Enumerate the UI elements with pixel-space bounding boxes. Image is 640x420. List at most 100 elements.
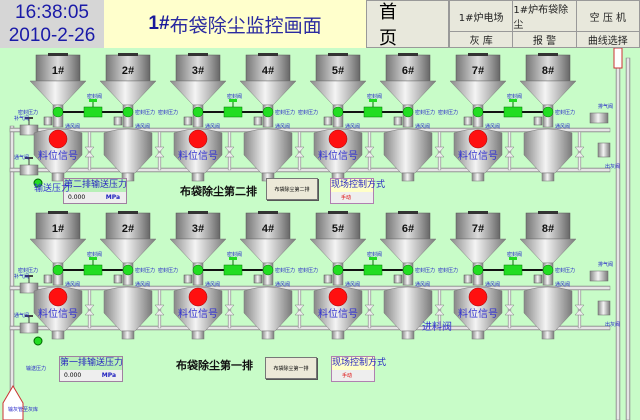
unit-2-row1-seal-pressure-label: 密封压力 xyxy=(135,268,156,274)
unit-2-row2-vent-valve-label: 通风阀 xyxy=(135,124,151,130)
unit-4-row2-tank xyxy=(243,128,293,174)
unit-7-row1-seal-valve-indicator xyxy=(472,264,484,276)
header: 16:38:05 2010-2-26 1#布袋除尘监控画面 首 页 1#炉电场 … xyxy=(0,0,640,49)
page-title: 1#布袋除尘监控画面 xyxy=(104,0,366,48)
left-return-pipe xyxy=(9,125,15,420)
unit-6-row2-label: 6# xyxy=(402,65,414,77)
right-return-pipe xyxy=(625,57,631,420)
unit-4-row2-hopper xyxy=(239,80,297,106)
unit-1-row1-outlet xyxy=(51,330,65,340)
unit-7-row1-vent-valve-label: 通风阀 xyxy=(485,282,501,288)
unit-7-row1-seal-pressure-label: 密封压力 xyxy=(438,268,459,274)
unit-3-row2-seal-valve-handle xyxy=(229,99,237,102)
row2-convey-pressure-indicator xyxy=(33,178,43,188)
nav-ash-silo[interactable]: 灰 库 xyxy=(450,32,513,47)
row2-mode-box: 现场控制方式手动 xyxy=(330,178,385,204)
nav-boiler-baghouse[interactable]: 1#炉布袋除尘 xyxy=(513,1,576,31)
unit-2-row2-filter xyxy=(105,54,151,82)
unit-6-row2-seal-valve-indicator xyxy=(402,106,414,118)
nav-alarm[interactable]: 报 警 xyxy=(513,32,576,47)
unit-3-row1-hopper xyxy=(169,238,227,264)
row1-mode-box: 现场控制方式手动 xyxy=(331,356,386,382)
unit-1-row2-seal-pressure-label: 密封压力 xyxy=(18,110,39,116)
unit-2-row1-vent-valve-label: 通风阀 xyxy=(135,282,151,288)
unit-6-row1-hopper xyxy=(379,238,437,264)
unit-3-row1-outlet xyxy=(191,330,205,340)
unit-2-row1-outlet xyxy=(121,330,135,340)
unit-5-row1-label: 5# xyxy=(332,223,344,235)
unit-5-row2-bypass-valve xyxy=(364,146,375,158)
nav-boiler-esp[interactable]: 1#炉电场 xyxy=(450,1,513,31)
unit-7-row2-seal-pressure-label: 密封压力 xyxy=(438,110,459,116)
unit-1-row2-label: 1# xyxy=(52,65,64,77)
unit-7-row1-filter-cap xyxy=(468,211,488,214)
unit-4-row1-vent-valve xyxy=(253,274,263,284)
row1-inlet-valve xyxy=(19,322,39,334)
row1-pressure-title: 第一排输送压力 xyxy=(60,357,124,370)
unit-8-row1-outlet xyxy=(541,330,555,340)
row2-pressure-value: 0.000 xyxy=(68,194,86,201)
unit-7-row1-bypass-valve xyxy=(504,304,515,316)
unit-2-row1-vent-valve xyxy=(113,274,123,284)
unit-8-row2-bypass-valve xyxy=(574,146,585,158)
unit-1-row1-hopper xyxy=(29,238,87,264)
unit-3-row1-vent-valve-label: 通风阀 xyxy=(205,282,221,288)
unit-5-row1-vent-valve xyxy=(323,274,333,284)
unit-3-row2-hopper xyxy=(169,80,227,106)
unit-4-row2-filter xyxy=(245,54,291,82)
nav-trend[interactable]: 曲线选择 xyxy=(576,32,639,47)
unit-6-row1-seal-pressure-label: 密封压力 xyxy=(415,268,436,274)
unit-3-row2-level-label: 料位信号 xyxy=(178,151,218,162)
unit-2-row2-seal-valve-indicator xyxy=(122,106,134,118)
unit-5-row1-filter-cap xyxy=(328,211,348,214)
unit-8-row1-label: 8# xyxy=(542,223,554,235)
row2-make-up-valve-label: 补气阀 xyxy=(14,116,30,122)
nav-grid: 1#炉电场 1#炉布袋除尘 空 压 机 灰 库 报 警 曲线选择 xyxy=(449,0,640,48)
unit-5-row2-filter xyxy=(315,54,361,82)
unit-1-row2-filter xyxy=(35,54,81,82)
unit-3-row2-level-indicator xyxy=(188,129,208,149)
row2-outlet-valve xyxy=(597,142,611,158)
unit-4-row1-vent-valve-label: 通风阀 xyxy=(275,282,291,288)
unit-4-row1-hopper xyxy=(239,238,297,264)
unit-7-row2-outlet xyxy=(471,172,485,182)
unit-6-row2-hopper xyxy=(379,80,437,106)
unit-4-row2-filter-cap xyxy=(258,53,278,56)
row1-valve-handle xyxy=(25,275,33,277)
row1-button[interactable]: 布袋除尘第一排 xyxy=(265,357,317,379)
unit-4-row1-label: 4# xyxy=(262,223,274,235)
row2-exhaust-valve-label: 排气阀 xyxy=(598,104,614,110)
unit-7-row1-seal-valve-handle xyxy=(509,257,517,260)
unit-8-row1-hopper xyxy=(519,238,577,264)
unit-4-row2-seal-valve-indicator xyxy=(262,106,274,118)
unit-2-row1-label: 2# xyxy=(122,223,134,235)
unit-8-row2-vent-valve xyxy=(533,116,543,126)
row2-button[interactable]: 布袋除尘第二排 xyxy=(266,178,318,200)
unit-7-row2-vent-valve-label: 通风阀 xyxy=(485,124,501,130)
process-diagram: 1#2#3#4#5#6#7#8#1#2#3#4#5#6#7#8# xyxy=(2,48,631,420)
row1-feed-valve-label: 进料阀 xyxy=(422,322,452,333)
unit-8-row1-vent-valve xyxy=(533,274,543,284)
unit-2-row1-bypass-valve xyxy=(154,304,165,316)
unit-1-row1-seal-valve-indicator xyxy=(52,264,64,276)
unit-7-row1-hopper xyxy=(449,238,507,264)
unit-1-row2-seal-valve-indicator xyxy=(52,106,64,118)
unit-3-row1-seal-valve-label: 密封阀 xyxy=(227,252,243,258)
unit-3-row2-vent-valve xyxy=(183,116,193,126)
unit-8-row1-seal-valve-indicator xyxy=(542,264,554,276)
row1-convey-pressure-indicator xyxy=(33,336,43,346)
unit-1-row1-level-indicator xyxy=(48,287,68,307)
unit-1-row2-level-label: 料位信号 xyxy=(38,151,78,162)
unit-7-row1-vent-valve xyxy=(463,274,473,284)
nav-compressor[interactable]: 空 压 机 xyxy=(576,1,639,31)
unit-6-row2-bypass-valve xyxy=(434,146,445,158)
unit-7-row2-bypass-valve xyxy=(504,146,515,158)
unit-2-row1-filter xyxy=(105,212,151,240)
unit-8-row1-vent-valve-label: 通风阀 xyxy=(555,282,571,288)
home-button[interactable]: 首 页 xyxy=(366,0,449,49)
unit-8-row2-label: 8# xyxy=(542,65,554,77)
unit-1-row2-vent-valve-label: 通风阀 xyxy=(65,124,81,130)
row1-pressure-unit: MPa xyxy=(101,372,116,379)
unit-8-row2-vent-valve-label: 通风阀 xyxy=(555,124,571,130)
